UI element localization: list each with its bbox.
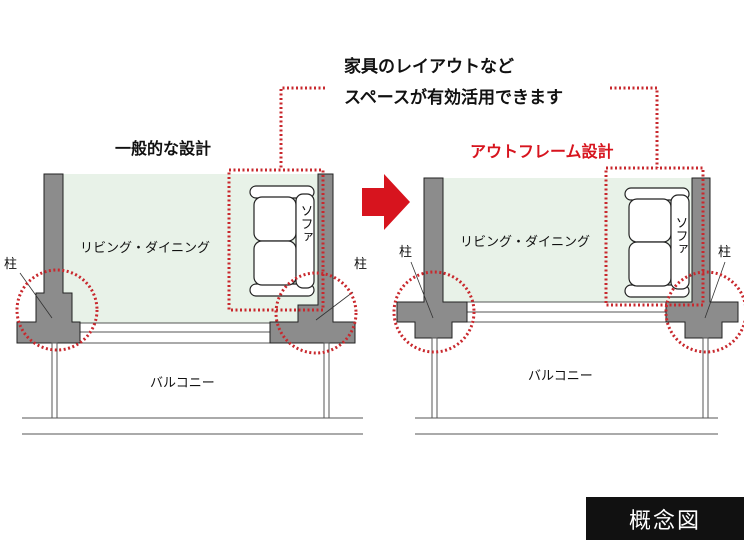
- column-label-left: 柱: [399, 245, 412, 260]
- room-label: リビング・ダイニング: [460, 235, 590, 250]
- column-highlight-right: [274, 271, 358, 355]
- balcony-label: バルコニー: [528, 369, 593, 384]
- callout-line2: スペースが有効活用できます: [344, 87, 563, 108]
- right-title: アウトフレーム設計: [470, 142, 614, 161]
- arrow-right-icon: [362, 174, 410, 230]
- callout-leader-right: [610, 86, 659, 168]
- sofa: ソファ: [249, 185, 315, 297]
- callout-line1: 家具のレイアウトなど: [344, 56, 514, 77]
- callout-leader-left: [279, 86, 325, 170]
- sofa-label: ソファ: [673, 216, 688, 255]
- right-diagram: アウトフレーム設計 ソファ リビング・ダイニング バルコニー 柱 柱: [392, 142, 744, 435]
- column-label-left: 柱: [4, 257, 17, 272]
- column-left: [16, 173, 81, 344]
- sofa-label: ソファ: [298, 204, 313, 243]
- furniture-highlight: [227, 168, 325, 312]
- room-label: リビング・ダイニング: [80, 241, 210, 256]
- left-diagram: 一般的な設計 ソファ リビング・ダイニング バルコニー 柱 柱: [4, 139, 367, 435]
- column-label-right: 柱: [354, 257, 367, 272]
- left-title: 一般的な設計: [115, 139, 211, 158]
- column-left: [396, 177, 468, 339]
- column-highlight-left: [392, 270, 476, 354]
- concept-badge: 概念図: [586, 497, 744, 540]
- column-label-right: 柱: [718, 245, 731, 260]
- sofa: ソファ: [624, 187, 690, 298]
- balcony-label: バルコニー: [150, 376, 215, 391]
- column-highlight-left: [15, 268, 99, 352]
